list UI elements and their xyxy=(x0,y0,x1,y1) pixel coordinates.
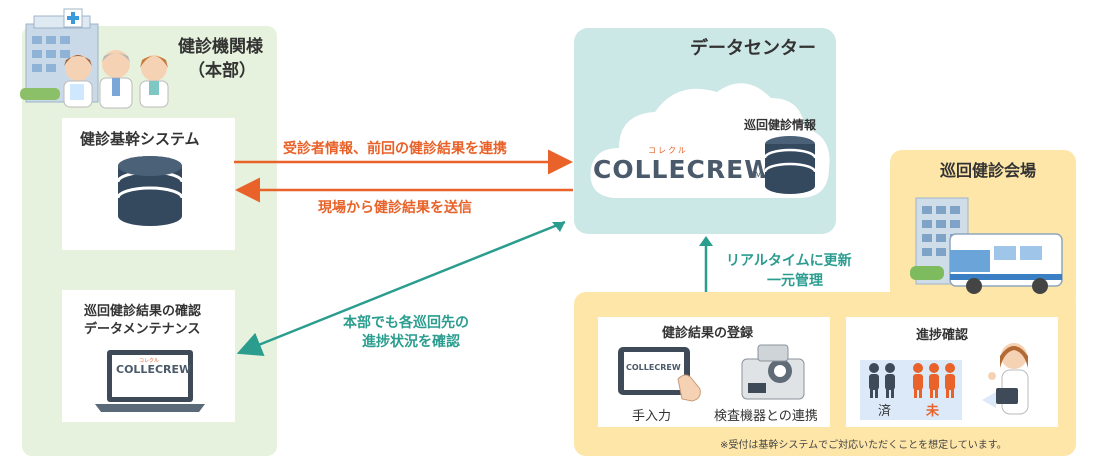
not-done-label: 未 xyxy=(926,404,940,419)
database-icon xyxy=(116,156,184,226)
progress-title: 進捗確認 xyxy=(916,328,969,343)
exam-device-icon xyxy=(741,344,805,400)
device-link-label: 検査機器との連携 xyxy=(714,409,818,424)
label-progress-line2: 進捗状況を確認 xyxy=(362,334,460,350)
people-status-icons xyxy=(869,363,955,398)
laptop-icon xyxy=(95,350,205,412)
venue-building-bus-illustration xyxy=(910,197,1063,294)
venue-title: 巡回健診会場 xyxy=(940,161,1037,180)
confirm-title-line2: データメンテナンス xyxy=(84,322,201,337)
datacenter-database-icon xyxy=(763,136,817,194)
hq-title-line2: （本部） xyxy=(188,61,256,81)
label-to-datacenter: 受診者情報、前回の健診結果を連携 xyxy=(283,141,507,157)
collecrew-logo: COLLECREW xyxy=(593,155,773,184)
datacenter-info-label: 巡回健診情報 xyxy=(744,118,817,132)
confirm-title-line1: 巡回健診結果の確認 xyxy=(84,304,202,319)
laptop-logo-kana: コレクル xyxy=(139,358,159,364)
venue-footnote: ※受付は基幹システムでご対応いただくことを想定しています。 xyxy=(720,440,1007,451)
label-from-datacenter: 現場から健診結果を送信 xyxy=(318,200,472,216)
datacenter-title: データセンター xyxy=(690,38,816,59)
hq-title-line1: 健診機関様 xyxy=(178,37,263,57)
label-realtime-line2: 一元管理 xyxy=(767,273,823,289)
laptop-logo: COLLECREW xyxy=(116,363,192,376)
collecrew-tm: TM xyxy=(749,171,763,181)
label-realtime-line1: リアルタイムに更新 xyxy=(726,253,852,269)
collecrew-kana: コレクル xyxy=(648,146,688,155)
label-progress-line1: 本部でも各巡回先の xyxy=(343,315,469,331)
staff-with-tablet-illustration xyxy=(982,343,1029,415)
hospital-staff-illustration xyxy=(20,8,169,109)
tablet-icon xyxy=(618,347,701,402)
manual-input-label: 手入力 xyxy=(632,409,672,424)
tablet-logo: COLLECREW xyxy=(626,363,681,372)
done-label: 済 xyxy=(878,404,892,419)
register-title: 健診結果の登録 xyxy=(662,326,754,341)
arrow-progress xyxy=(236,220,566,357)
core-system-title: 健診基幹システム xyxy=(80,130,200,148)
